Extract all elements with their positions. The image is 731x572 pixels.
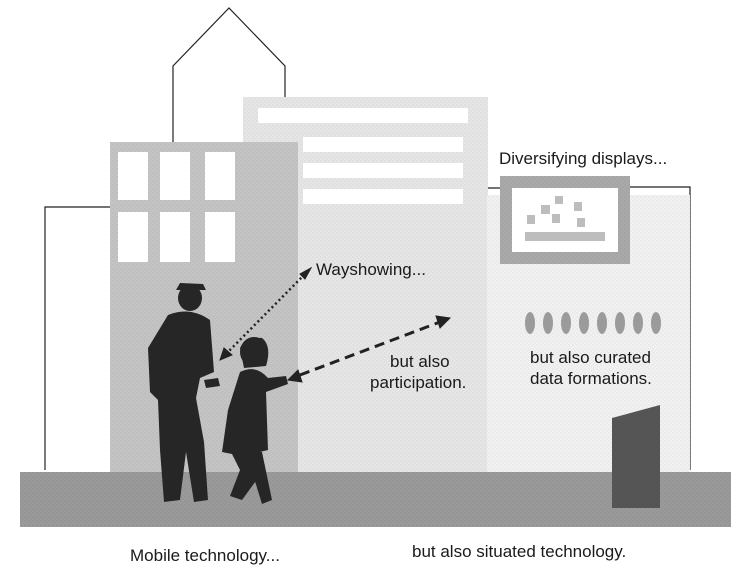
situated-kiosk xyxy=(612,405,660,508)
label-diversifying-displays: Diversifying displays... xyxy=(499,149,668,168)
label-situated-technology: but also situated technology. xyxy=(412,542,627,561)
wayshowing-arrow xyxy=(219,266,313,361)
center-building-stripes xyxy=(258,108,468,204)
label-participation-line2: participation. xyxy=(370,373,467,392)
left-building xyxy=(110,142,298,475)
person-silhouette-man xyxy=(148,283,220,502)
label-curated-line2: data formations. xyxy=(530,369,652,388)
person-silhouette-woman xyxy=(222,337,288,504)
label-participation-line1: but also xyxy=(390,352,450,371)
label-wayshowing: Wayshowing... xyxy=(316,260,426,279)
data-formation-ellipses xyxy=(525,312,661,334)
participation-arrow xyxy=(286,315,452,383)
left-building-windows xyxy=(118,152,235,262)
label-mobile-technology: Mobile technology... xyxy=(130,546,280,565)
diversifying-display-screen xyxy=(500,176,630,264)
label-curated-line1: but also curated xyxy=(530,348,651,367)
